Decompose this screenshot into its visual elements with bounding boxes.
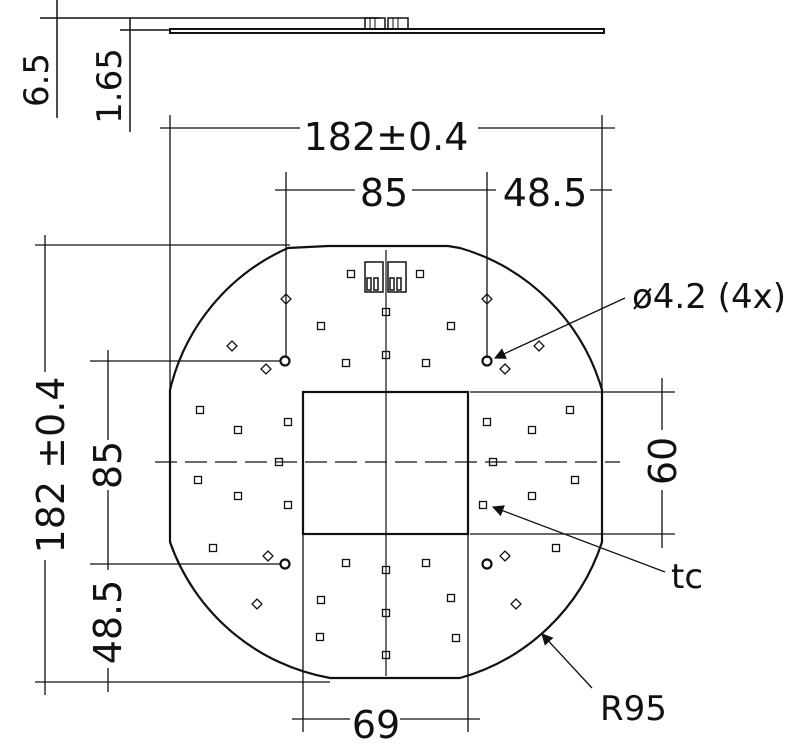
led-pad	[421, 558, 431, 568]
led-pad	[381, 565, 391, 575]
centerlines	[155, 250, 620, 676]
side-board	[169, 28, 605, 34]
led-pad	[570, 475, 580, 485]
leader-lines	[491, 297, 666, 689]
led-pad	[283, 417, 293, 427]
led-pad	[316, 321, 326, 331]
led-pad	[565, 405, 575, 415]
board-outline	[168, 244, 604, 680]
led-pad	[280, 293, 292, 305]
led-pad	[446, 593, 456, 603]
led-pad	[208, 543, 218, 553]
dim-center-width: 69	[352, 703, 400, 747]
led-pad	[381, 307, 391, 317]
led-pad	[499, 550, 511, 562]
board-connectors	[364, 261, 407, 293]
led-pad	[260, 363, 272, 375]
hole-top-left	[279, 355, 291, 367]
led-pads	[193, 269, 580, 660]
led-pad	[381, 608, 391, 618]
dim-hole-offset-bottom: 48.5	[86, 580, 130, 665]
led-pad	[233, 491, 243, 501]
led-pad	[341, 358, 351, 368]
label-hole: ø4.2 (4x)	[632, 277, 786, 317]
tc-leader	[491, 505, 666, 573]
dim-hole-spacing-y: 85	[86, 441, 130, 489]
led-pad	[451, 633, 461, 643]
led-pad	[527, 491, 537, 501]
led-pad	[346, 269, 356, 279]
label-tc: tc	[671, 557, 703, 597]
led-pad	[283, 500, 293, 510]
led-pad	[481, 293, 493, 305]
hole-bottom-right	[481, 558, 493, 570]
led-pad	[551, 543, 561, 553]
led-pad	[381, 350, 391, 360]
dim-total-thickness: 6.5	[17, 53, 57, 107]
hole-leader	[493, 297, 626, 359]
hole-bottom-left	[279, 558, 291, 570]
led-pad	[274, 457, 284, 467]
led-pad	[193, 475, 203, 485]
led-pad	[421, 358, 431, 368]
mounting-holes	[279, 355, 493, 570]
led-pad	[226, 340, 238, 352]
dim-center-height: 60	[641, 437, 685, 485]
radius-leader	[541, 633, 593, 689]
led-pad	[527, 425, 537, 435]
led-pad	[482, 417, 492, 427]
led-pad	[478, 500, 488, 510]
led-pad	[341, 558, 351, 568]
led-pad	[251, 598, 263, 610]
led-pad	[488, 457, 498, 467]
dim-board-thickness: 1.65	[90, 48, 130, 124]
led-pad	[316, 595, 326, 605]
led-pad	[499, 363, 511, 375]
led-pad	[533, 340, 545, 352]
led-pad	[415, 269, 425, 279]
led-pad	[233, 425, 243, 435]
label-radius: R95	[600, 689, 667, 729]
dim-overall-width: 182±0.4	[304, 115, 469, 159]
dim-overall-height: 182 ±0.4	[29, 377, 73, 554]
dim-hole-spacing-x: 85	[360, 171, 408, 215]
led-pad	[315, 632, 325, 642]
led-pad	[510, 598, 522, 610]
led-pad	[381, 650, 391, 660]
dim-hole-offset-right: 48.5	[503, 171, 588, 215]
led-pad	[446, 321, 456, 331]
side-view	[40, 0, 605, 132]
led-pad	[195, 405, 205, 415]
dimension-lines	[35, 115, 675, 732]
led-pad	[262, 550, 274, 562]
